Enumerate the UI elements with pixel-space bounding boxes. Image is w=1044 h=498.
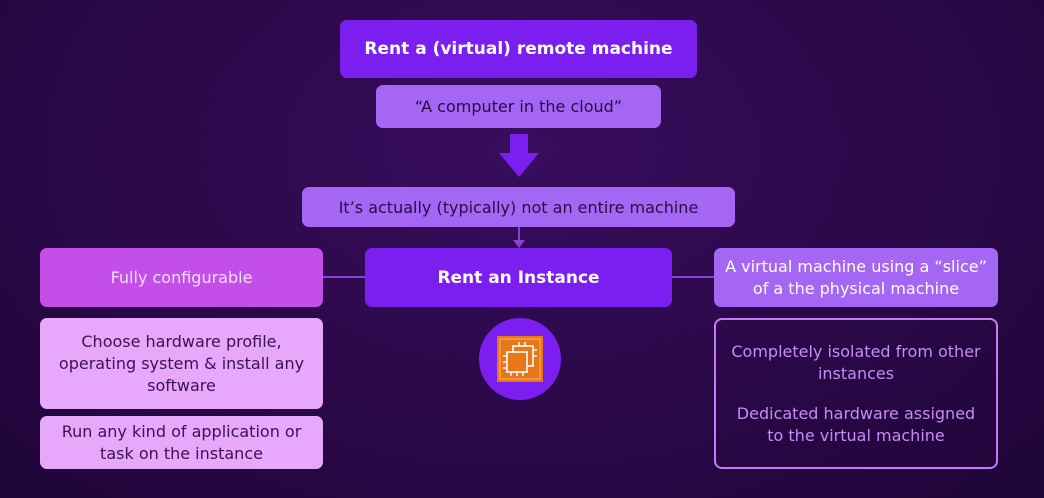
title-text: Rent a (virtual) remote machine <box>364 39 673 59</box>
right-header-box: A virtual machine using a “slice” of a t… <box>714 248 998 307</box>
clarification-text: It’s actually (typically) not an entire … <box>338 197 699 217</box>
left-detail-1-text: Choose hardware profile, operating syste… <box>58 331 305 395</box>
right-header-text: A virtual machine using a “slice” of a t… <box>725 256 987 298</box>
right-detail-box: Completely isolated from other instances… <box>714 318 998 469</box>
left-header-text: Fully configurable <box>110 268 253 287</box>
right-detail-2-text: Dedicated hardware assigned to the virtu… <box>736 403 976 445</box>
right-detail-1-text: Completely isolated from other instances <box>731 341 981 383</box>
left-detail-2: Run any kind of application or task on t… <box>40 416 323 469</box>
instance-icon-circle <box>479 318 561 400</box>
left-detail-1: Choose hardware profile, operating syste… <box>40 318 323 409</box>
subtitle-text: “A computer in the cloud” <box>414 97 623 116</box>
left-detail-2-text: Run any kind of application or task on t… <box>61 421 302 463</box>
title-box: Rent a (virtual) remote machine <box>340 20 697 78</box>
subtitle-box: “A computer in the cloud” <box>376 85 661 128</box>
clarification-box: It’s actually (typically) not an entire … <box>302 187 735 227</box>
left-header-box: Fully configurable <box>40 248 323 307</box>
chip-instance-icon <box>497 336 543 382</box>
connector-right <box>671 276 715 278</box>
center-box: Rent an Instance <box>365 248 672 307</box>
connector-left <box>322 276 366 278</box>
connector-arrow-icon <box>513 227 525 248</box>
center-text: Rent an Instance <box>437 267 600 288</box>
down-arrow-icon <box>499 134 539 177</box>
